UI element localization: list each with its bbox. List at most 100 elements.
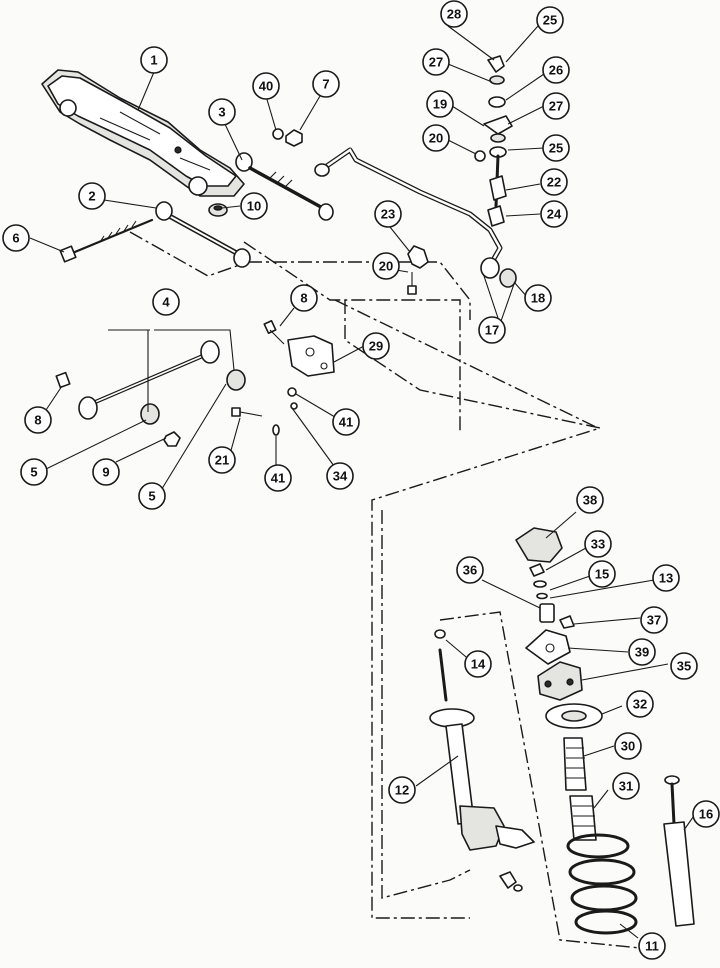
callout-c5a: 5 — [20, 458, 48, 486]
callout-c38: 38 — [576, 486, 604, 514]
callout-circle — [440, 0, 468, 28]
callout-number: 18 — [531, 291, 545, 306]
callout-number: 28 — [447, 7, 461, 22]
callout-circle — [252, 72, 280, 100]
callout-circle — [92, 458, 120, 486]
callout-circle — [542, 92, 570, 120]
callout-c23: 23 — [374, 200, 402, 228]
callout-circle — [208, 446, 236, 474]
callout-number: 20 — [429, 131, 443, 146]
shock-absorber — [663, 775, 695, 927]
callout-circle — [208, 98, 236, 126]
callout-c22: 22 — [540, 168, 568, 196]
callout-circle — [540, 168, 568, 196]
callout-number: 33 — [591, 537, 605, 552]
callout-c19: 19 — [426, 90, 454, 118]
strut-top-mount-parts — [515, 527, 603, 841]
callout-circle — [478, 316, 506, 344]
callout-number: 31 — [619, 779, 633, 794]
strut-assembly — [429, 629, 535, 892]
callout-c20b: 20 — [372, 252, 400, 280]
callout-number: 4 — [162, 295, 170, 310]
callout-c20a: 20 — [422, 124, 450, 152]
callout-circle — [464, 650, 492, 678]
callout-circle — [138, 482, 166, 510]
callout-c35: 35 — [670, 652, 698, 680]
callout-c10: 10 — [240, 192, 268, 220]
callout-circle — [326, 462, 354, 490]
callout-circle — [612, 772, 640, 800]
callout-circle — [240, 192, 268, 220]
callout-c6: 6 — [2, 224, 30, 252]
callout-c41a: 41 — [332, 408, 360, 436]
callout-c3: 3 — [208, 98, 236, 126]
callout-c30: 30 — [614, 732, 642, 760]
callout-circle — [524, 284, 552, 312]
callout-number: 38 — [583, 493, 597, 508]
callout-number: 41 — [271, 471, 285, 486]
callout-c8b: 8 — [290, 284, 318, 312]
callout-c7: 7 — [312, 70, 340, 98]
callout-circle — [670, 652, 698, 680]
callout-circle — [588, 560, 616, 588]
callout-c29: 29 — [362, 332, 390, 360]
callout-number: 14 — [471, 657, 486, 672]
callout-circle — [362, 332, 390, 360]
callout-c9: 9 — [92, 458, 120, 486]
callout-c27b: 27 — [542, 92, 570, 120]
callout-circle — [264, 464, 292, 492]
callout-c11: 11 — [638, 932, 666, 960]
callout-number: 3 — [218, 105, 225, 120]
callout-number: 19 — [433, 97, 447, 112]
callout-circle — [374, 200, 402, 228]
callout-number: 7 — [322, 77, 329, 92]
leader-lines — [29, 25, 699, 939]
bar-clamp-23 — [407, 245, 429, 295]
callout-number: 34 — [333, 469, 348, 484]
mounting-bracket-29 — [231, 319, 335, 436]
callout-number: 22 — [547, 175, 561, 190]
callout-circle — [422, 48, 450, 76]
callout-number: 36 — [463, 563, 477, 578]
callout-circle — [456, 556, 484, 584]
callout-c15: 15 — [588, 560, 616, 588]
callout-c36: 36 — [456, 556, 484, 584]
callout-number: 6 — [12, 231, 19, 246]
callout-c39: 39 — [628, 638, 656, 666]
callout-c16: 16 — [692, 800, 720, 828]
callout-c1: 1 — [140, 46, 168, 74]
callout-c12: 12 — [388, 776, 416, 804]
upper-link-part — [235, 128, 334, 221]
callout-number: 27 — [549, 99, 563, 114]
callout-circle — [638, 932, 666, 960]
callout-c37: 37 — [640, 606, 668, 634]
callout-c24: 24 — [540, 200, 568, 228]
callout-circle — [652, 564, 680, 592]
stabilizer-bar — [314, 147, 517, 288]
callout-number: 11 — [645, 939, 659, 954]
callout-number: 25 — [543, 13, 557, 28]
callout-number: 12 — [395, 783, 409, 798]
crossmember-part — [41, 69, 245, 197]
callout-circle — [542, 134, 570, 162]
callout-circle — [332, 408, 360, 436]
callout-circle — [540, 200, 568, 228]
assembly-lines — [129, 231, 641, 949]
callout-c13: 13 — [652, 564, 680, 592]
callout-circle — [140, 46, 168, 74]
callout-number: 15 — [595, 567, 609, 582]
callout-number: 21 — [215, 453, 229, 468]
callout-number: 25 — [549, 141, 563, 156]
callout-circle — [576, 486, 604, 514]
callout-number: 1 — [150, 53, 157, 68]
drop-link-assembly — [474, 55, 513, 227]
callout-circle — [542, 56, 570, 84]
callout-circle — [426, 90, 454, 118]
coil-spring — [566, 833, 638, 935]
callout-c26: 26 — [542, 56, 570, 84]
callout-circle — [692, 800, 720, 828]
callout-c21: 21 — [208, 446, 236, 474]
